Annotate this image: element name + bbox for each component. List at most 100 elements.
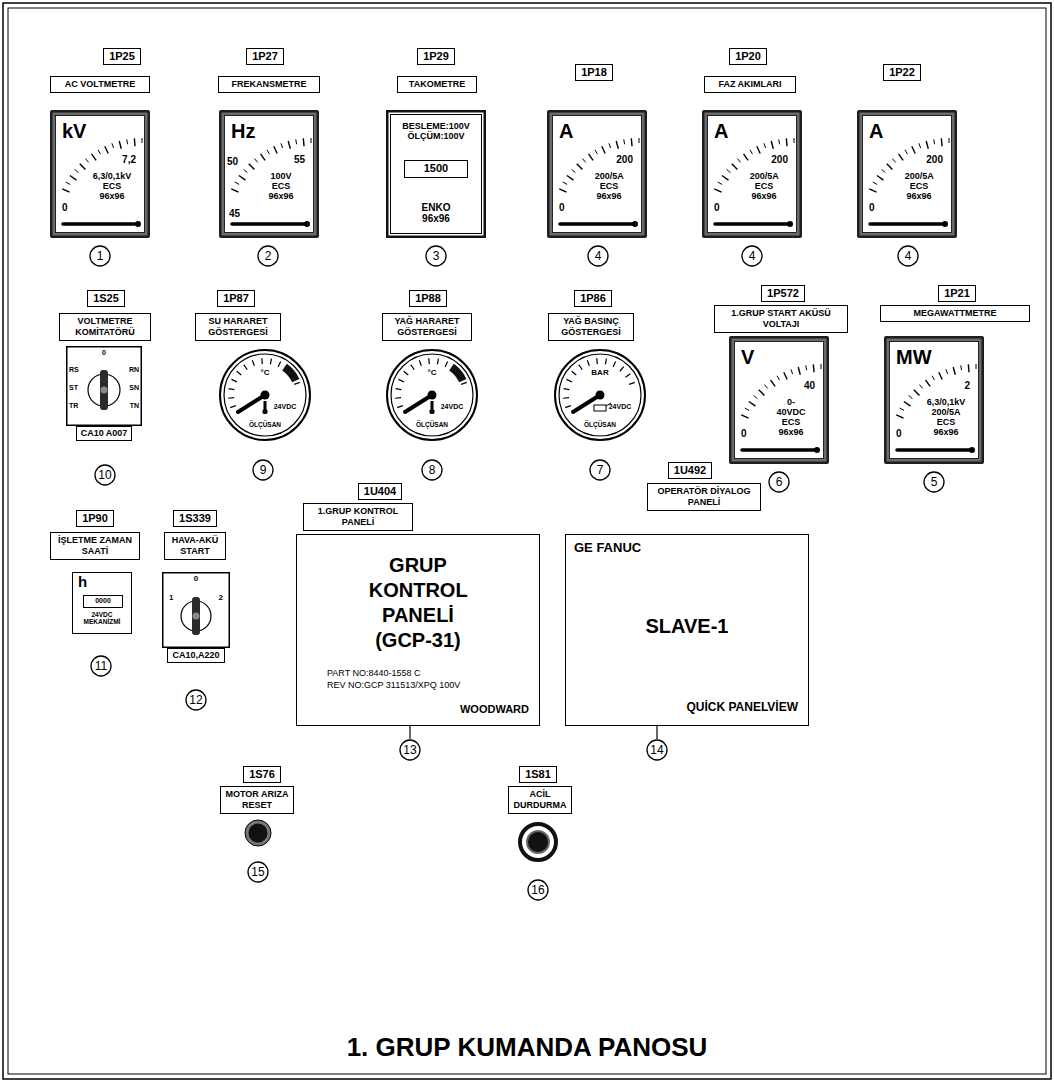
meter-frame <box>547 110 647 238</box>
meter-bezel <box>53 113 148 236</box>
tag-box: 1P87 <box>217 290 255 307</box>
meter-text: A <box>714 120 728 142</box>
scale-tick <box>311 138 312 143</box>
gauge-tick <box>270 359 271 365</box>
round-gauge: °C24VDCÖLÇÜSAN <box>386 349 478 441</box>
callout-outline <box>924 472 944 492</box>
meter-needle <box>63 222 136 226</box>
switch-drawing <box>162 572 230 648</box>
callout-number: 14 <box>646 739 668 761</box>
needle-pivot <box>135 221 141 227</box>
scale-tick <box>941 138 943 146</box>
meter-bezel <box>222 113 317 236</box>
tag-box: 1P572 <box>761 285 805 302</box>
leader-line <box>656 726 657 739</box>
meter-bezel <box>887 339 982 462</box>
scale-tick <box>754 395 758 398</box>
scale-tick <box>267 150 270 154</box>
control-panel: GRUP KONTROL PANELİ (GCP-31)PART NO:8440… <box>296 534 540 726</box>
control-panel: GE FANUCSLAVE-1QUİCK PANELVİEW <box>565 534 809 726</box>
callout-number: 4 <box>897 245 919 267</box>
scale-tick <box>112 143 114 148</box>
scale-tick <box>821 364 822 369</box>
scale-tick <box>887 164 893 170</box>
label-box: YAĞ HARARET GÖSTERGESİ <box>382 313 472 341</box>
switch-text: RN <box>129 366 139 374</box>
scale-tick <box>295 139 297 144</box>
panel-text: SLAVE-1 <box>646 615 729 637</box>
scale-tick <box>900 408 904 411</box>
tag-text: 1P25 <box>109 50 135 62</box>
gauge-tick <box>244 365 247 370</box>
scale-tick <box>92 154 97 161</box>
gauge-tick <box>398 379 403 382</box>
gauge-text: °C <box>261 369 270 378</box>
leader-line <box>409 726 410 739</box>
label-box: ACİL DURDURMA <box>508 786 572 814</box>
meter-frame <box>857 110 957 238</box>
gauge-bezel <box>387 350 477 440</box>
scale-tick <box>718 182 722 185</box>
meter-frame <box>729 336 829 464</box>
gauge-tick <box>625 374 630 377</box>
scale-tick <box>249 164 255 170</box>
panel-text: QUİCK PANELVİEW <box>686 701 798 714</box>
scale-tick <box>741 415 748 418</box>
label-text: 1.GRUP START AKÜSÜ VOLTAJI <box>731 308 830 329</box>
callout-text: 13 <box>403 743 416 757</box>
scale-tick <box>968 364 970 372</box>
tag-box: 1S339 <box>173 510 217 527</box>
callout-outline <box>253 460 273 480</box>
callout-outline <box>769 472 789 492</box>
gauge-tick <box>230 406 236 408</box>
gauge-ring <box>224 354 306 436</box>
callout-text: 10 <box>98 468 111 482</box>
label-box: YAĞ BASINÇ GÖSTERGESİ <box>548 313 634 341</box>
switch-text: 0 <box>194 575 198 584</box>
scale-tick <box>589 154 594 161</box>
label-box: MOTOR ARIZA RESET <box>220 786 294 814</box>
gauge-tick <box>411 365 414 370</box>
scale-tick <box>105 146 108 153</box>
panel-text: PART NO:8440-1558 C <box>327 669 421 679</box>
scale-tick <box>727 169 731 172</box>
scale-tick <box>134 138 136 146</box>
tag-box: 1U492 <box>668 462 712 479</box>
label-box: FAZ AKIMLARI <box>704 76 796 93</box>
scale-tick <box>609 143 611 148</box>
scale-tick <box>281 143 283 148</box>
tag-text: 1U404 <box>364 485 396 497</box>
tag-text: 1P87 <box>223 292 249 304</box>
scale-tick <box>239 176 246 181</box>
scale-tick <box>882 169 886 172</box>
meter-text: 0 <box>869 202 875 213</box>
emergency-stop-guard <box>520 824 556 860</box>
callout-text: 5 <box>931 475 938 489</box>
gauge-tick <box>563 397 569 399</box>
label-text: TAKOMETRE <box>409 79 465 89</box>
callout-outline <box>528 880 548 900</box>
label-text: İŞLETME ZAMAN SAATİ <box>58 535 132 556</box>
gauge-tick <box>445 361 448 366</box>
scale-tick <box>62 189 69 192</box>
meter-needle <box>870 222 943 226</box>
digital-display: 1500 <box>404 160 468 178</box>
label-text: YAĞ BASINÇ GÖSTERGESİ <box>561 316 621 337</box>
scale-tick <box>919 385 922 389</box>
scale-tick <box>909 395 913 398</box>
scale-tick <box>813 364 815 372</box>
callout-outline <box>422 460 442 480</box>
meter-text: MW <box>896 346 932 368</box>
tag-box: 1P20 <box>729 48 767 65</box>
needle-pivot <box>942 221 948 227</box>
switch-text: 1 <box>169 594 173 603</box>
callout-text: 12 <box>189 693 202 707</box>
gauge-tick <box>605 359 606 365</box>
knob-center <box>101 387 108 394</box>
gauge-text: ÖLÇÜSAN <box>249 421 281 428</box>
display-text: 1500 <box>424 162 448 174</box>
meter-bezel <box>860 113 955 236</box>
tag-box: 1P86 <box>574 290 612 307</box>
needle-pivot <box>969 447 975 453</box>
analog-meter: V400-40VDC ECS 96x960 <box>729 336 829 464</box>
